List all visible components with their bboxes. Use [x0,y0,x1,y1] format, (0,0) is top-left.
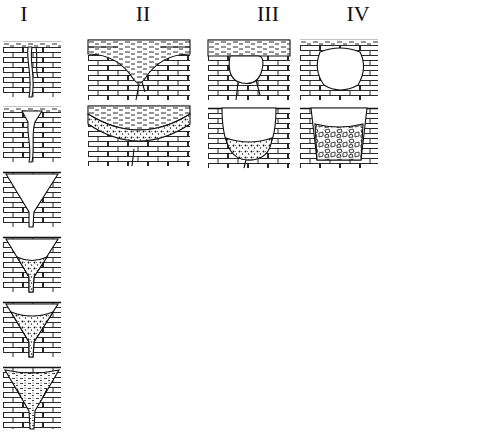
brick-pattern [3,302,61,357]
limestone-block [88,106,190,166]
karst-feature [88,114,190,141]
limestone-block [3,367,61,429]
brick-pattern [208,108,290,168]
limestone-block [88,40,190,100]
column-label: IV [346,3,369,25]
brick-pattern [3,172,61,227]
column-label: I [20,3,27,25]
karst-feature [315,124,363,160]
limestone-block [3,237,61,292]
karst-feature [17,389,47,397]
karst-feature [226,138,272,160]
limestone-block [3,172,61,227]
karst-feature [229,56,263,83]
karst-feature [11,312,53,357]
karst-feature [17,257,47,292]
karst-feature [236,80,260,100]
karst-feature [311,108,367,160]
karst-feature [88,46,190,47]
karst-feature [36,47,38,78]
karst-feature [222,108,276,160]
karst-feature [136,82,145,100]
karst-feature [6,239,58,292]
karst-feature [3,42,61,47]
ground-surface [3,367,61,368]
karst-feature [6,304,58,357]
ground-surface [3,302,61,303]
limestone-block [208,40,290,100]
brick-pattern [88,106,190,166]
karst-feature [208,40,290,56]
limestone-block [3,107,61,162]
limestone-block [3,42,61,97]
brick-pattern [300,40,378,100]
karst-feature [132,149,134,166]
karst-feature [244,160,246,168]
brick-pattern [3,42,61,97]
karst-feature [5,370,59,429]
karst-feature [6,174,58,227]
brick-pattern [88,40,190,100]
brick-pattern [3,107,61,162]
ground-surface [3,237,61,238]
ground-surface [3,172,61,173]
karst-feature [88,40,190,83]
limestone-block [3,302,61,357]
karst-feature [28,47,34,97]
brick-pattern [3,237,61,292]
limestone-block [300,40,378,100]
column-label: II [136,3,151,25]
brick-pattern [208,40,290,100]
limestone-block [300,108,378,168]
karst-feature [300,40,378,45]
karst-feature [22,111,42,162]
limestone-block [208,108,290,168]
column-label: III [257,3,279,25]
karst-feature [317,48,363,90]
brick-pattern [300,108,378,168]
brick-pattern [3,367,61,429]
